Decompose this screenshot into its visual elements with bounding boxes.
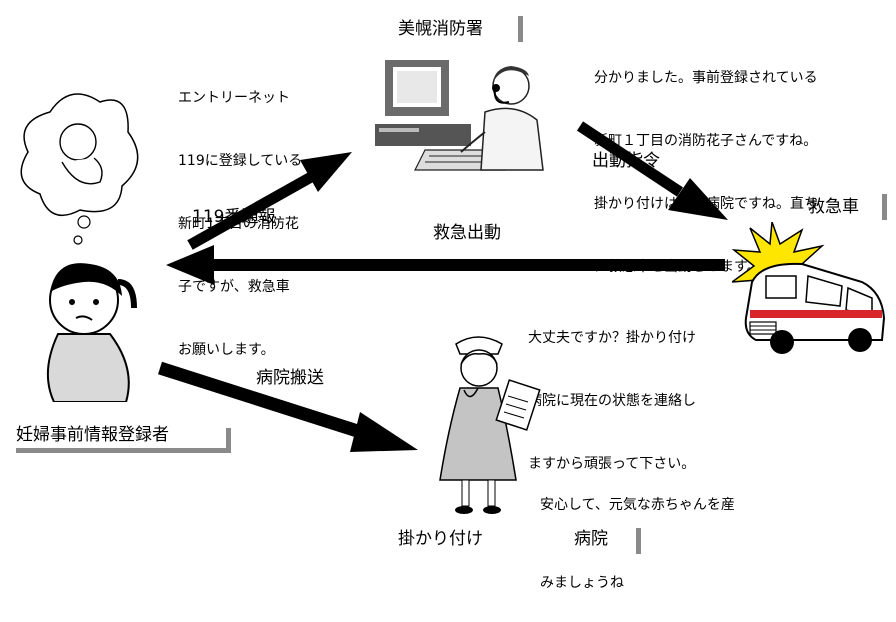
flow-arrows [158,121,728,452]
dispatcher-illustration [375,60,544,171]
dispatcher-message-line: 掛かり付けは 病院ですね。直ち [594,196,818,212]
call-label: 119番通報 [192,207,276,227]
registrant-label-underbar [16,448,230,453]
nurse-message-line: 安心して、元気な赤ちゃんを産 [540,497,735,513]
caller-message-line: お願いします。 [178,342,275,358]
dispatcher-message: 分かりました。事前登録されている 新町１丁目の消防花子さんですね。 掛かり付けは… [594,26,818,299]
hospital-label-prefix: 掛かり付け [398,529,483,549]
ambulance-illustration [732,222,886,354]
dispatch-order-arrow [576,121,728,220]
emergency-dispatch-arrow [166,245,725,285]
caller-message-line: 119に登録している [178,153,303,169]
dispatcher-message-line: に救急車を出動させます。 [594,259,761,275]
baby-icon [59,123,97,161]
paramedic-message-line: 大丈夫ですか？掛かり付け [528,330,696,346]
fire-station-label: 美幌消防署 [398,19,483,39]
pregnant-woman-illustration [20,93,139,402]
fire-station-label-bar [518,16,523,42]
dispatcher-message-line: 分かりました。事前登録されている [594,70,818,86]
hospital-label-suffix: 病院 [574,529,608,549]
registrant-label-bar [226,428,231,453]
caller-message: エントリーネット 119に登録している 新町1丁目の消防花 子ですが、救急車 お… [178,46,302,382]
dispatch-order-label: 出動指令 [592,151,660,171]
paramedic-message-line: ますから頑張って下さい。 [528,456,696,472]
emergency-dispatch-label: 救急出動 [433,223,501,243]
dispatcher-message-line: 新町１丁目の消防花子さんですね。 [594,133,818,149]
nurse-message-line: みましょうね [540,575,624,591]
call-arrow [187,152,352,250]
paramedic-message-line: 病院に現在の状態を連絡し [528,393,696,409]
caller-message-line: エントリーネット [178,90,290,106]
transport-arrow [158,361,418,452]
registrant-label: 妊婦事前情報登録者 [16,425,169,445]
caller-message-line: 子ですが、救急車 [178,279,290,295]
paramedic-message: 大丈夫ですか？掛かり付け 病院に現在の状態を連絡し ますから頑張って下さい。 [528,286,696,496]
transport-label: 病院搬送 [256,368,324,388]
nurse-illustration [439,336,541,514]
caller-message-line: 新町1丁目の消防花 [178,216,299,232]
hospital-label-bar [636,528,641,554]
ambulance-label: 救急車 [808,197,859,217]
ambulance-label-bar [882,194,887,220]
